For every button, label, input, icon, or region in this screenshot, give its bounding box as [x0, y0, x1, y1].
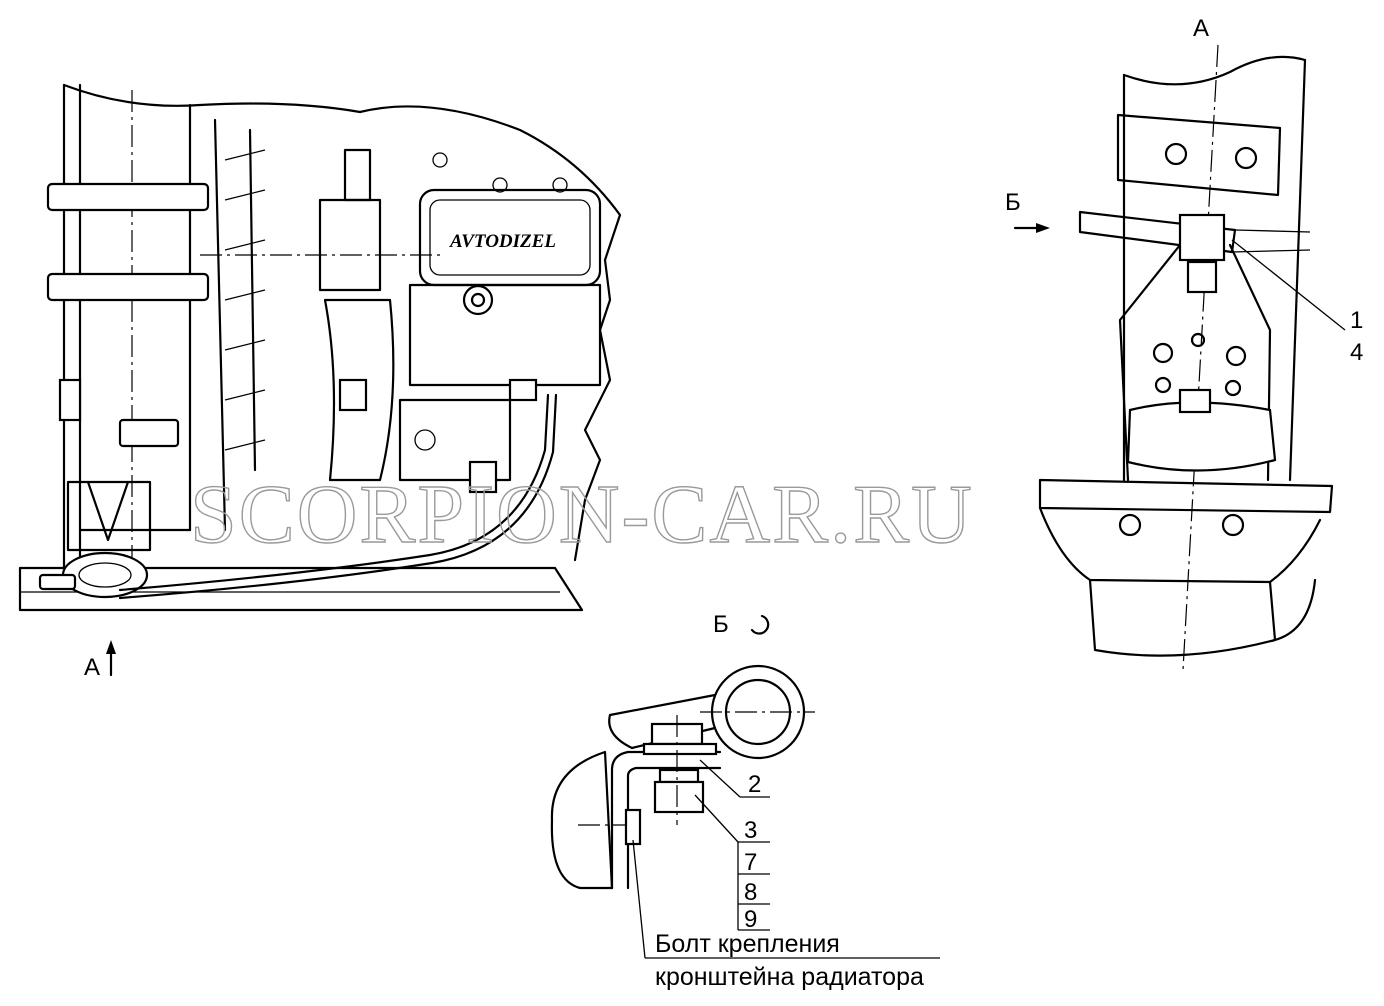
view-a-arrow-label: А	[84, 654, 100, 681]
note-line-2: кронштейна радиатора	[655, 963, 924, 991]
view-b-title: Б	[713, 611, 729, 638]
engine-brand-label: AVTODIZEL	[449, 231, 556, 252]
view-a-arrow: А	[84, 640, 116, 681]
main-side-view: AVTODIZEL	[18, 83, 622, 612]
watermark: SCORPION-CAR.RU	[190, 468, 974, 561]
callout-8: 8	[744, 879, 757, 906]
callout-1: 1	[1350, 307, 1363, 334]
view-a-title: А	[1193, 15, 1209, 42]
callout-4: 4	[1350, 339, 1363, 366]
view-b: Б 2 3 7 8 9	[550, 611, 940, 991]
callout-2: 2	[748, 771, 761, 798]
view-b-arrow-label: Б	[1005, 189, 1021, 216]
note-line-1: Болт крепления	[655, 930, 840, 958]
callout-7: 7	[744, 849, 757, 876]
view-a: А Б 1	[1005, 15, 1363, 671]
callout-3: 3	[744, 817, 757, 844]
callout-9: 9	[744, 906, 757, 933]
